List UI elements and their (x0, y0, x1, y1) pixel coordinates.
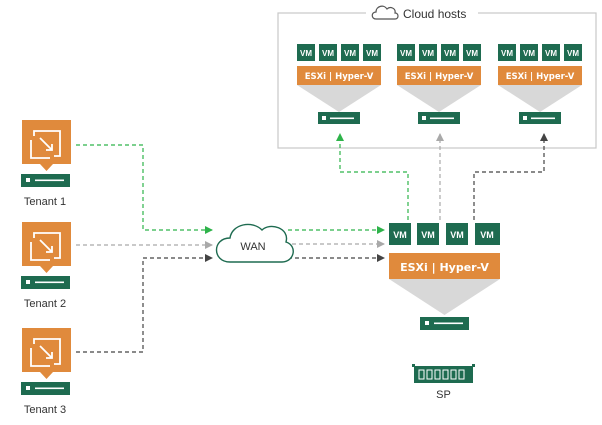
server-icon (21, 382, 70, 395)
server-icon (519, 112, 561, 124)
tenant-label: Tenant 1 (24, 196, 66, 208)
vm-label: VM (523, 49, 535, 58)
storage-icon (412, 364, 475, 383)
cloud-host-3: VM VM VM VM ESXi | Hyper-V (498, 44, 582, 124)
storage-label: SP (436, 389, 451, 401)
vm-label: VM (480, 230, 494, 240)
server-icon (420, 317, 469, 330)
vm-label: VM (545, 49, 557, 58)
tenant-label: Tenant 2 (24, 298, 66, 310)
vm-label: VM (501, 49, 513, 58)
vm-label: VM (421, 230, 435, 240)
vm-label: VM (366, 49, 378, 58)
vm-label: VM (466, 49, 478, 58)
cloud-hosts-label: Cloud hosts (403, 7, 466, 21)
hypervisor-bar (498, 66, 582, 85)
tenant-label: Tenant 3 (24, 404, 66, 416)
tenant-1: Tenant 1 (21, 120, 71, 208)
hypervisor-bar (389, 253, 500, 279)
hypervisor-label: ESXi | Hyper-V (405, 72, 474, 82)
hypervisor-label: ESXi | Hyper-V (506, 72, 575, 82)
server-icon (318, 112, 360, 124)
sp-host: VM VM VM VM ESXi | Hyper-V (389, 223, 500, 330)
cloud-green-link (336, 133, 409, 220)
vm-label: VM (444, 49, 456, 58)
vm-label: VM (400, 49, 412, 58)
tenant-3-link (76, 254, 213, 353)
cloud-dark-link (473, 133, 548, 220)
tenant-2: Tenant 2 (21, 222, 71, 310)
wan-label: WAN (240, 241, 265, 253)
funnel-shape (389, 279, 500, 315)
server-icon (418, 112, 460, 124)
vm-label: VM (322, 49, 334, 58)
funnel-shape (297, 85, 381, 112)
funnel-shape (397, 85, 481, 112)
cloud-host-1: VM VM VM VM ESXi | Hyper-V (297, 44, 381, 124)
vm-label: VM (450, 230, 464, 240)
vm-label: VM (393, 230, 407, 240)
wan-cloud: WAN (215, 223, 294, 263)
hypervisor-bar (297, 66, 381, 85)
hypervisor-label: ESXi | Hyper-V (400, 261, 489, 274)
server-icon (21, 276, 70, 289)
hypervisor-bar (397, 66, 481, 85)
funnel-shape (498, 85, 582, 112)
vm-label: VM (344, 49, 356, 58)
server-icon (21, 174, 70, 187)
cloud-host-2: VM VM VM VM ESXi | Hyper-V (397, 44, 481, 124)
hypervisor-label: ESXi | Hyper-V (305, 72, 374, 82)
tenant-3: Tenant 3 (21, 328, 71, 416)
vm-label: VM (567, 49, 579, 58)
vm-label: VM (422, 49, 434, 58)
cloud-icon (371, 5, 399, 20)
tenant-1-link (76, 144, 213, 234)
vm-label: VM (300, 49, 312, 58)
